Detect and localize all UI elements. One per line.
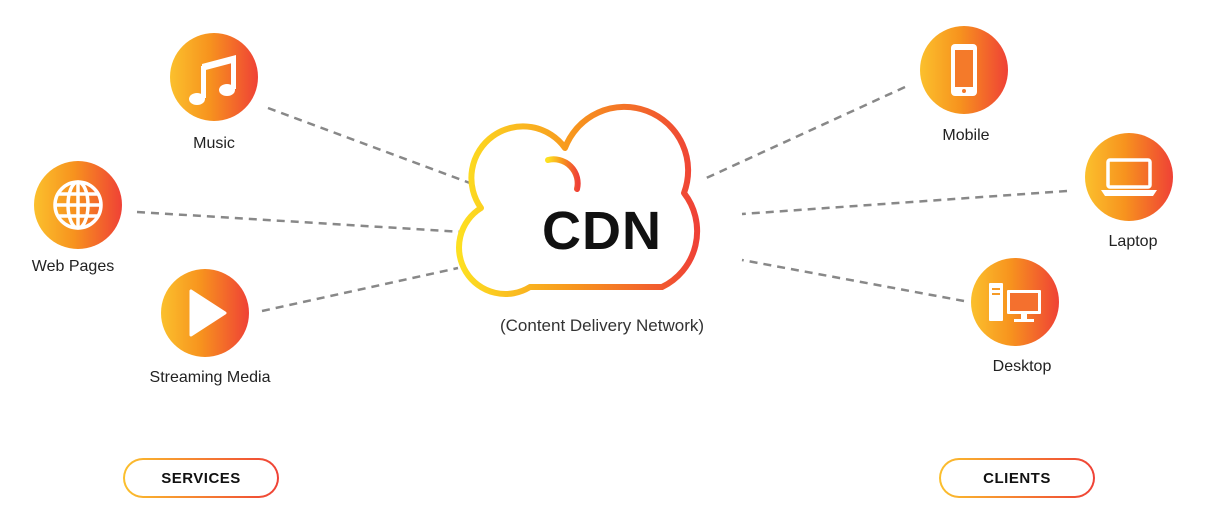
connector-mobile: [701, 85, 906, 182]
node-web-pages: [34, 161, 122, 249]
mobile-phone-icon: [951, 44, 977, 96]
cdn-title: CDN: [542, 201, 662, 261]
node-music: [170, 33, 258, 121]
globe-icon: [53, 180, 103, 230]
label-streaming-media: Streaming Media: [149, 369, 271, 386]
laptop-icon: [1101, 158, 1157, 196]
label-music: Music: [193, 135, 235, 152]
node-mobile: [920, 26, 1008, 114]
cloud-icon: [456, 103, 701, 297]
cloud-inner-curl: [545, 156, 581, 192]
label-desktop: Desktop: [992, 358, 1052, 375]
clients-badge-label: CLIENTS: [941, 460, 1093, 496]
play-icon: [189, 289, 227, 337]
connector-web-pages: [136, 210, 464, 234]
music-note-icon: [189, 55, 236, 105]
node-desktop: [971, 258, 1059, 346]
connector-desktop: [741, 258, 965, 303]
clients-badge: CLIENTS: [939, 458, 1095, 498]
connector-streaming-media: [261, 266, 459, 313]
node-laptop: [1085, 133, 1173, 221]
desktop-computer-icon: [989, 283, 1041, 322]
label-web-pages: Web Pages: [31, 258, 115, 275]
connector-laptop: [741, 189, 1068, 216]
connectors: [136, 85, 1068, 313]
services-badge-label: SERVICES: [125, 460, 277, 496]
connector-music: [267, 106, 479, 188]
services-badge: SERVICES: [123, 458, 279, 498]
label-mobile: Mobile: [942, 127, 990, 144]
node-streaming-media: [161, 269, 249, 357]
cdn-subtitle: (Content Delivery Network): [499, 316, 705, 335]
label-laptop: Laptop: [1108, 233, 1158, 250]
